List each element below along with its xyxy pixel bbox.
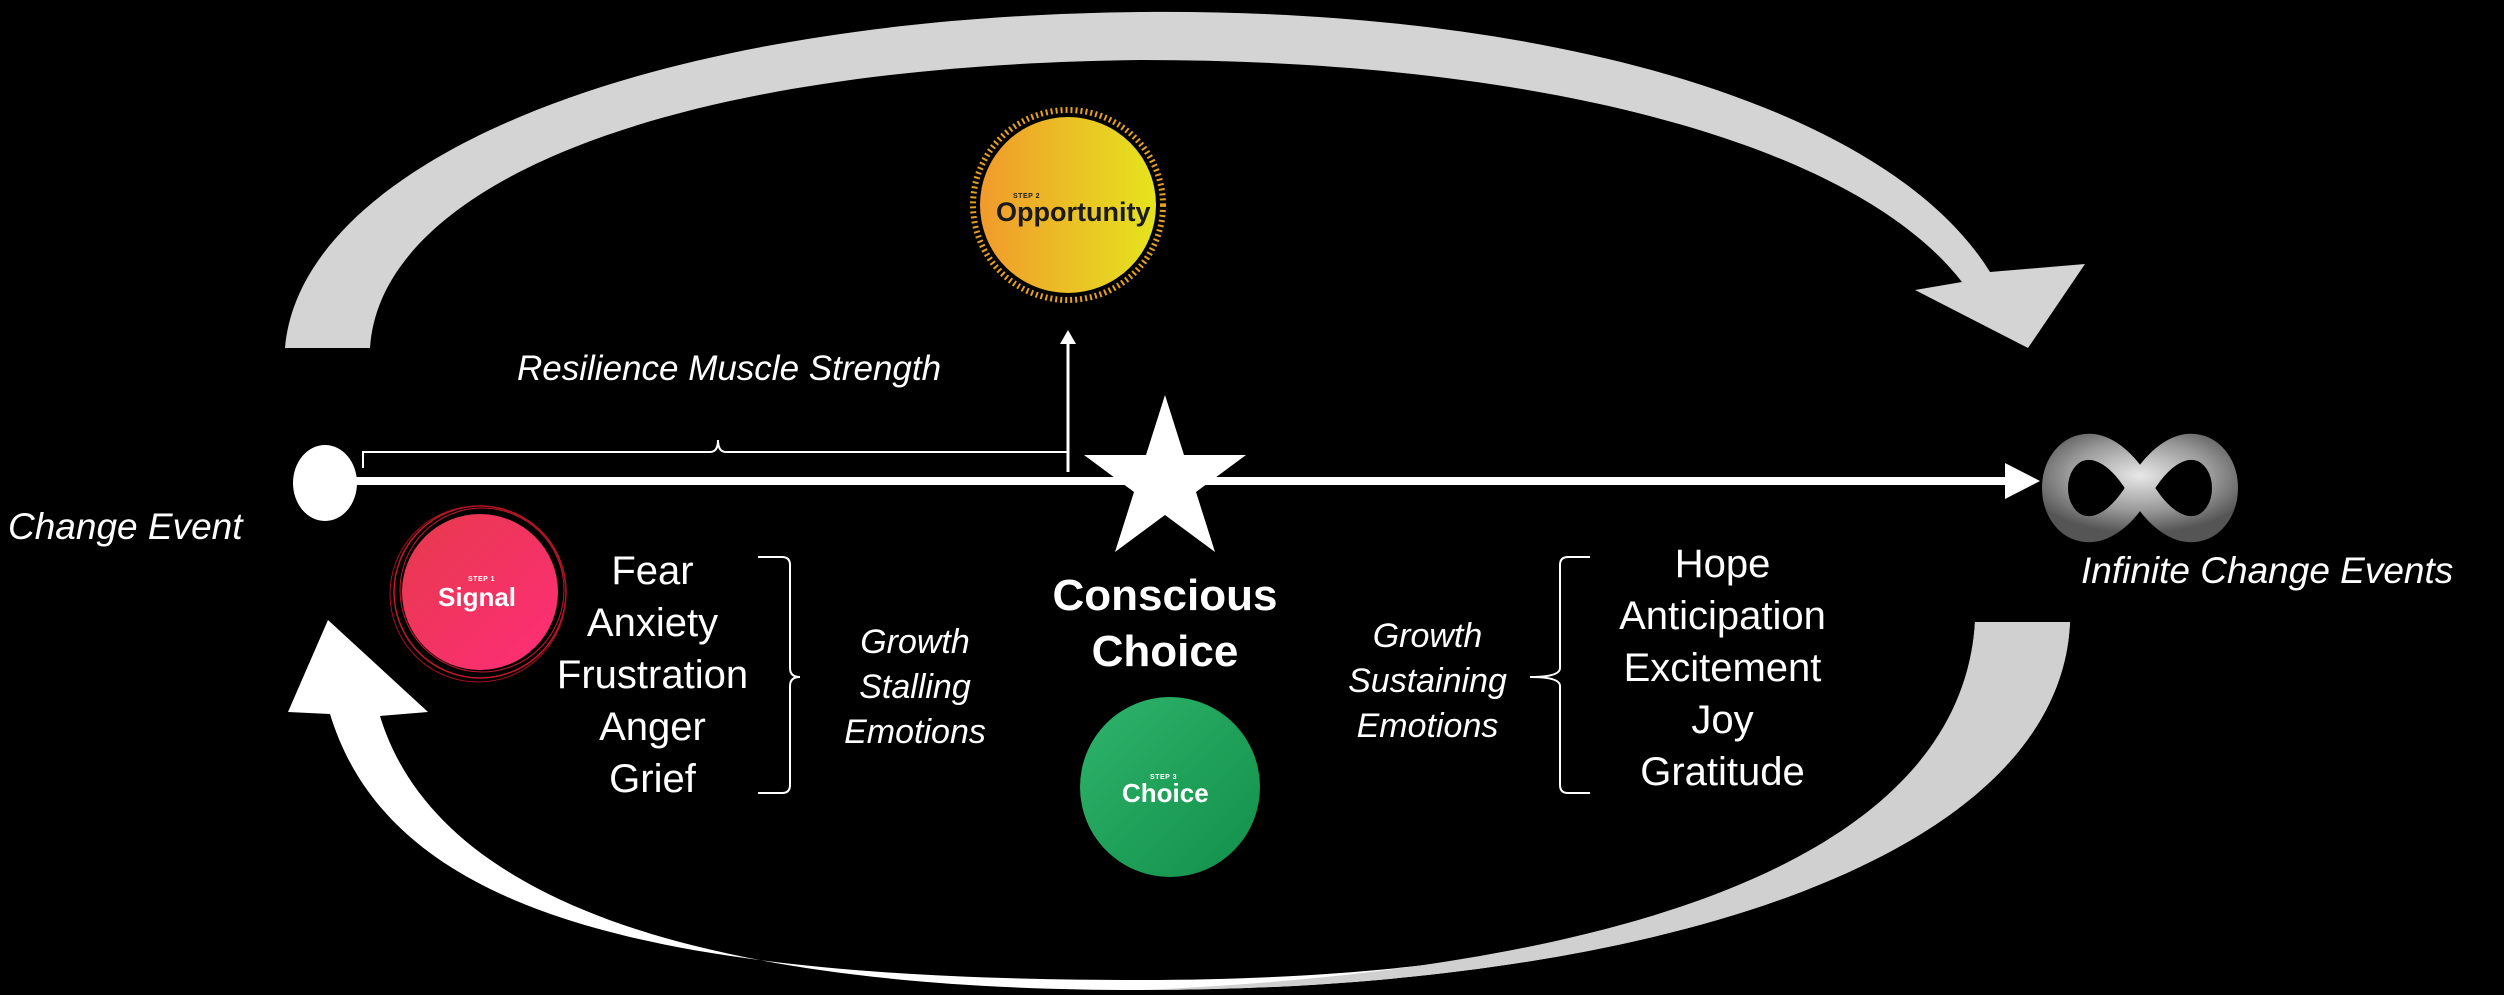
top-loop-arrow bbox=[285, 11, 2085, 349]
star-icon bbox=[1084, 395, 1246, 552]
signal-badge bbox=[389, 505, 567, 683]
opportunity-badge bbox=[970, 107, 1166, 303]
resilience-bracket bbox=[362, 439, 1069, 468]
stalling-emotions-list: Fear Anxiety Frustration Anger Grief bbox=[540, 545, 765, 805]
list-item: Anger bbox=[599, 705, 706, 749]
list-item: Fear bbox=[611, 549, 694, 593]
list-item: Grief bbox=[609, 757, 696, 801]
growth-stalling-line: Stalling bbox=[859, 668, 971, 706]
infinite-change-events-label: Infinite Change Events bbox=[2081, 550, 2454, 591]
choice-badge bbox=[1080, 697, 1260, 877]
up-arrow-icon bbox=[1060, 330, 1076, 472]
list-item: Gratitude bbox=[1640, 750, 1805, 794]
signal-step-tag: STEP 1 bbox=[468, 576, 495, 583]
growth-sustaining-line: Sustaining bbox=[1348, 662, 1507, 700]
growth-sustaining-line: Growth bbox=[1372, 617, 1483, 655]
signal-badge-label: Signal bbox=[438, 582, 517, 612]
resilience-label: Resilience Muscle Strength bbox=[517, 349, 942, 388]
sustaining-bracket bbox=[1529, 556, 1590, 794]
list-item: Anxiety bbox=[586, 601, 719, 645]
list-item: Excitement bbox=[1623, 646, 1822, 690]
growth-stalling-line: Emotions bbox=[844, 713, 986, 751]
choice-step-tag: STEP 3 bbox=[1150, 774, 1177, 781]
change-event-label: Change Event bbox=[8, 506, 243, 547]
infinity-icon bbox=[2041, 433, 2239, 543]
growth-sustaining-label: Growth Sustaining Emotions bbox=[1320, 614, 1535, 749]
list-item: Hope bbox=[1674, 542, 1771, 586]
stalling-bracket bbox=[758, 556, 801, 794]
choice-badge-label: Choice bbox=[1122, 778, 1209, 808]
growth-stalling-line: Growth bbox=[860, 623, 970, 661]
conscious-choice-line1: Conscious bbox=[1052, 571, 1278, 620]
opportunity-badge-label: Opportunity bbox=[996, 197, 1151, 227]
conscious-choice-label: Conscious Choice bbox=[1030, 568, 1300, 680]
conscious-choice-line2: Choice bbox=[1091, 627, 1239, 676]
list-item: Anticipation bbox=[1619, 594, 1826, 638]
opportunity-step-tag: STEP 2 bbox=[1013, 193, 1040, 200]
bottom-loop-arrow bbox=[288, 620, 2070, 990]
growth-stalling-label: Growth Stalling Emotions bbox=[810, 620, 1020, 755]
growth-sustaining-line: Emotions bbox=[1356, 707, 1499, 745]
list-item: Joy bbox=[1691, 698, 1754, 742]
start-node-icon bbox=[293, 445, 357, 521]
list-item: Frustration bbox=[556, 653, 749, 697]
sustaining-emotions-list: Hope Anticipation Excitement Joy Gratitu… bbox=[1600, 538, 1845, 798]
